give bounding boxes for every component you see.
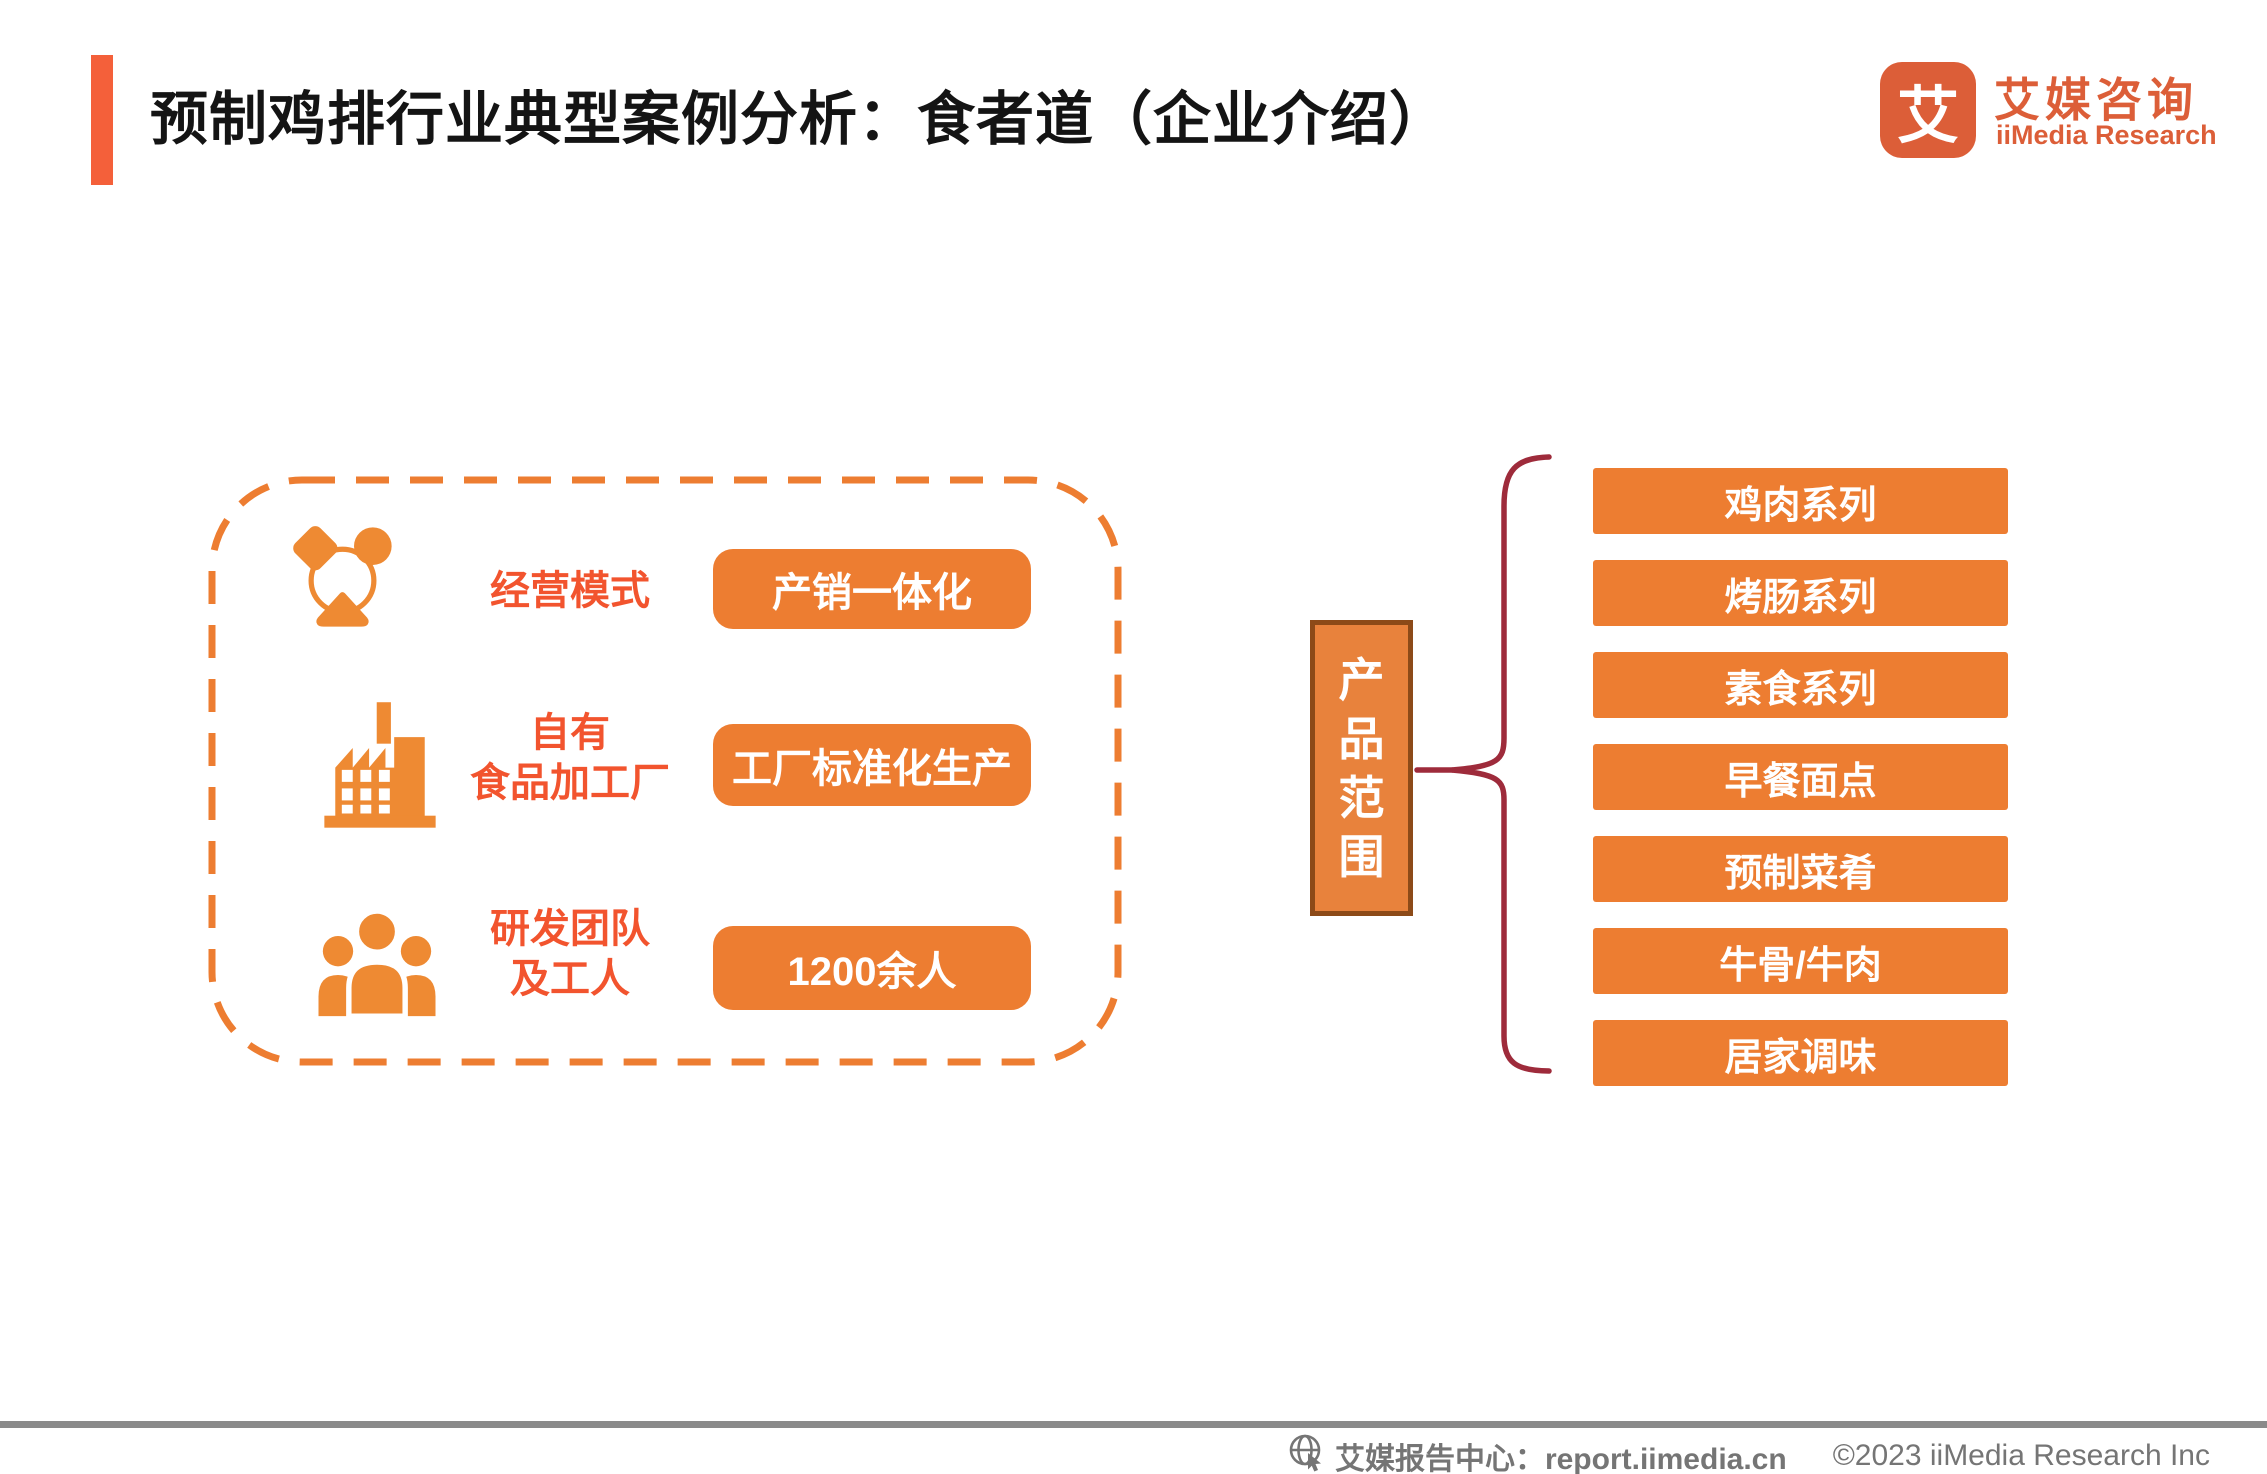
product-bar-beef: 牛骨/牛肉 <box>1593 928 2008 994</box>
product-scope-box: 产 品 范 围 <box>1310 620 1413 916</box>
globe-icon <box>1287 1432 1327 1474</box>
footer-divider <box>0 1421 2267 1428</box>
footer: 艾媒报告中心：report.iimedia.cn ©2023 iiMedia R… <box>1287 1432 2210 1474</box>
iimedia-logo-name-en: iiMedia Research <box>1996 120 2217 150</box>
brace <box>1414 454 1552 1074</box>
title-accent-bar <box>91 55 113 185</box>
row-label-business-model: 经营模式 <box>490 569 650 613</box>
product-bar-premade: 预制菜肴 <box>1593 836 2008 902</box>
product-bar-chicken: 鸡肉系列 <box>1593 468 2008 534</box>
iimedia-logo-name-cn: 艾媒咨询 <box>1994 74 2198 126</box>
row-label-rd-team: 研发团队 及工人 <box>490 907 650 1001</box>
iimedia-logo: 艾 艾媒咨询 iiMedia Research <box>1880 60 2240 170</box>
product-bar-seasoning: 居家调味 <box>1593 1020 2008 1086</box>
team-icon <box>312 903 442 1026</box>
product-bar-vegetarian: 素食系列 <box>1593 652 2008 718</box>
iimedia-logo-mark: 艾 <box>1880 62 1976 158</box>
page-title: 预制鸡排行业典型案例分析：食者道（企业介绍） <box>150 87 1449 152</box>
value-pill-rd-team: 1200余人 <box>713 926 1031 1010</box>
row-label-own-factory: 自有 食品加工厂 <box>470 711 670 805</box>
footer-copyright: ©2023 iiMedia Research Inc <box>1832 1439 2210 1472</box>
value-pill-own-factory: 工厂标准化生产 <box>713 724 1031 806</box>
network-icon <box>285 520 400 640</box>
footer-report-center: 艾媒报告中心：report.iimedia.cn <box>1334 1443 1787 1474</box>
product-bar-sausage: 烤肠系列 <box>1593 560 2008 626</box>
value-pill-business-model: 产销一体化 <box>713 549 1031 629</box>
product-bar-breakfast: 早餐面点 <box>1593 744 2008 810</box>
factory-icon <box>320 698 440 838</box>
